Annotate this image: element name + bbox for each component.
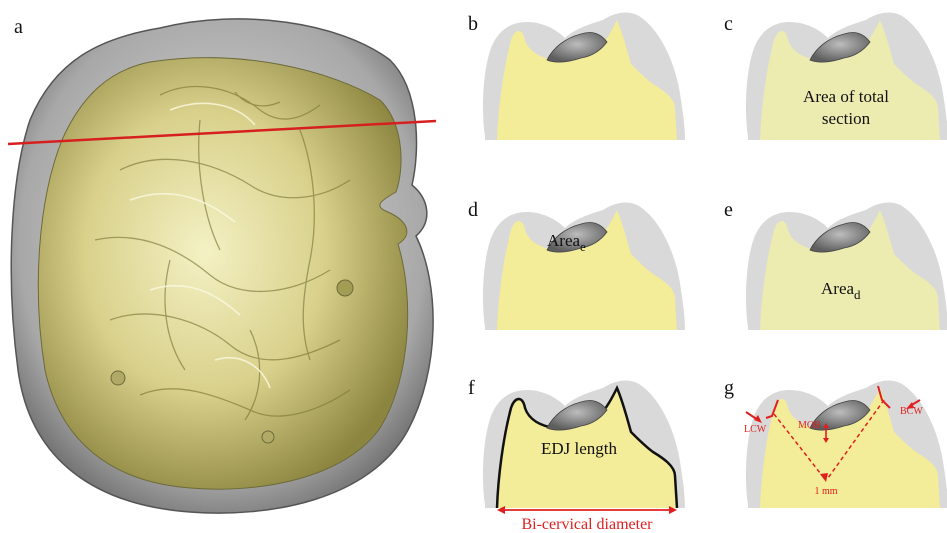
- area-dentine-base: Area: [821, 279, 854, 298]
- panel-g: g LCW MOB BCW 1 mm: [724, 377, 947, 508]
- edj-length-label: EDJ length: [541, 439, 618, 458]
- bcw-label: BCW: [900, 406, 923, 417]
- lcw-label: LCW: [744, 424, 767, 435]
- mob-label: MOB: [798, 420, 821, 431]
- panel-label-c: c: [724, 13, 733, 35]
- panel-c: c Area of total section: [724, 13, 947, 140]
- area-total-label-line1: Area of total: [803, 87, 889, 106]
- panel-a: a: [8, 16, 436, 513]
- panel-label-b: b: [468, 13, 478, 35]
- panel-label-g: g: [724, 377, 734, 399]
- cusp-pit-icon: [111, 371, 125, 385]
- dentine-crown-3d: [38, 58, 407, 490]
- panel-b: b: [468, 13, 685, 140]
- panel-label-a: a: [14, 16, 23, 38]
- cusp-pit-icon: [262, 431, 274, 443]
- panel-e: e Aread: [724, 199, 947, 330]
- panel-label-e: e: [724, 199, 733, 221]
- area-dentine-subscript: d: [854, 287, 861, 302]
- area-enamel-base: Area: [547, 231, 580, 250]
- panel-label-d: d: [468, 199, 478, 221]
- bicervical-diameter-label: Bi-cervical diameter: [521, 516, 653, 533]
- scale-label-1mm: 1 mm: [814, 486, 837, 497]
- panel-f: f EDJ length Bi-cervical diameter: [468, 377, 685, 533]
- cusp-pit-icon: [337, 280, 353, 296]
- area-total-label-line2: section: [822, 109, 871, 128]
- panel-d: d Areae: [468, 199, 685, 330]
- area-enamel-subscript: e: [580, 239, 586, 254]
- panel-label-f: f: [468, 377, 475, 399]
